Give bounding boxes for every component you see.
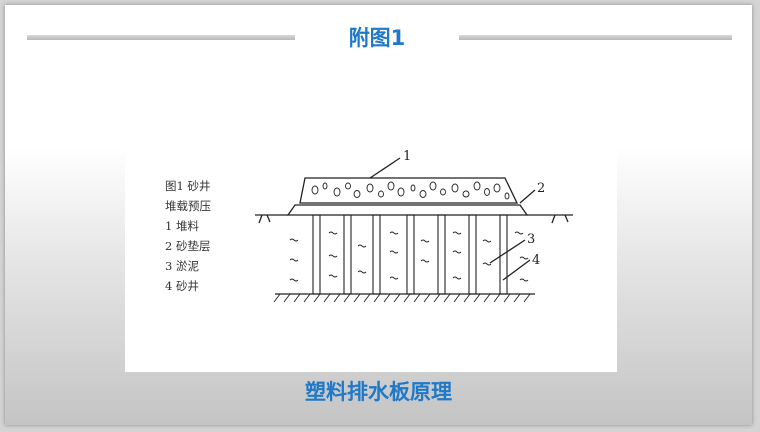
title-rule-left (27, 35, 295, 40)
legend-heading: 图1 砂井 (165, 179, 211, 193)
title-row: 附图1 (5, 23, 752, 53)
callout-3: 3 (527, 232, 535, 247)
title-rule-right (459, 35, 732, 40)
legend-item: 4 砂井 (165, 279, 199, 293)
legend-subheading: 堆载预压 (165, 199, 211, 213)
callout-4: 4 (532, 253, 540, 268)
slide-caption: 塑料排水板原理 (305, 380, 452, 404)
diagram-drawing: 1 2 3 4 (255, 149, 573, 303)
legend-item: 3 淤泥 (165, 259, 199, 273)
diagram-legend: 图1 砂井 堆载预压 1 堆料 2 砂垫层 3 淤泥 4 砂井 (165, 176, 211, 296)
slide-title: 附图1 (348, 26, 406, 50)
callout-2: 2 (537, 181, 545, 196)
legend-item: 2 砂垫层 (165, 239, 211, 253)
legend-item: 1 堆料 (165, 219, 199, 233)
slide: 附图1 图1 砂井 堆载预压 1 堆料 2 砂垫层 3 淤泥 4 砂井 (5, 5, 752, 425)
sand-well-diagram: 图1 砂井 堆载预压 1 堆料 2 砂垫层 3 淤泥 4 砂井 (125, 148, 617, 372)
callout-1: 1 (403, 149, 411, 164)
